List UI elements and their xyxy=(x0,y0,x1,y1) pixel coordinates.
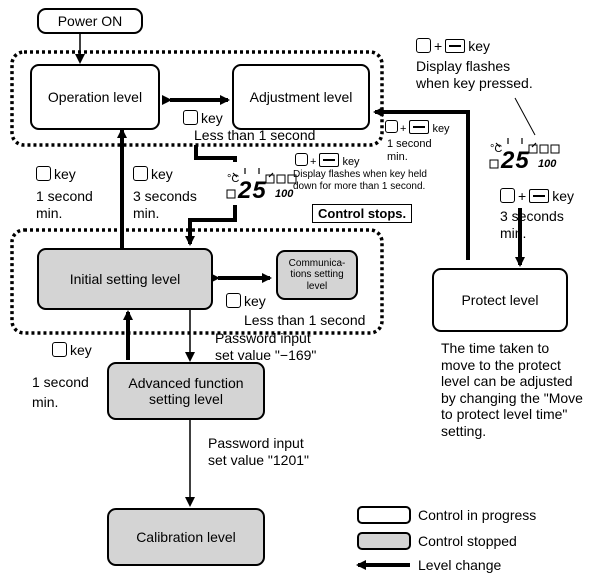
mode-key-icon xyxy=(529,189,550,203)
display-unit: °C xyxy=(227,173,240,185)
mode-key-icon xyxy=(445,39,466,53)
key-label-bottom-left: key xyxy=(52,342,92,359)
setting-group-outline xyxy=(10,228,384,335)
key-label-left-1: key xyxy=(36,166,76,183)
controller-display-right: °C 25 100 xyxy=(488,138,568,183)
legend-level-change-label: Level change xyxy=(418,557,502,573)
key-icon xyxy=(226,293,241,308)
display-frame-icon xyxy=(489,138,560,169)
legend-in-progress-label: Control in progress xyxy=(418,507,537,523)
display-value: 25 xyxy=(501,147,530,174)
operation-level-box: Operation level xyxy=(30,64,160,130)
display-value: 25 xyxy=(238,177,267,204)
protect-level-box: Protect level xyxy=(432,268,568,332)
advanced-function-setting-level-box: Advanced function setting level xyxy=(107,362,265,420)
display-sub-value: 100 xyxy=(538,158,557,170)
arrow-display-to-initial xyxy=(185,205,237,246)
controller-display-middle: °C 25 100 xyxy=(225,168,305,213)
password-1201-note: Password input set value "1201" xyxy=(208,435,310,468)
initial-setting-level-box: Initial setting level xyxy=(37,248,213,310)
arrow-operation-to-initial xyxy=(194,145,237,162)
legend-stopped-label: Control stopped xyxy=(418,533,517,549)
callout-line-top-right xyxy=(514,97,536,136)
less-than-1-second-top: Less than 1 second xyxy=(194,127,316,143)
one-second-min-bottom: 1 second min. xyxy=(32,374,89,411)
key-label-op-adj: key xyxy=(183,110,223,127)
key-label-right-mid: +key xyxy=(385,120,450,136)
power-on-box: Power ON xyxy=(37,8,143,34)
less-than-1-second-bottom: Less than 1 second xyxy=(244,312,366,328)
display-sub-value: 100 xyxy=(275,188,294,200)
key-icon xyxy=(52,342,67,357)
display-flashes-held-note: Display flashes when key held down for m… xyxy=(293,169,427,192)
password-169-note: Password input set value "−169" xyxy=(215,330,317,363)
display-flashes-pressed-note: Display flashes when key pressed. xyxy=(416,58,533,91)
key-icon xyxy=(500,188,515,203)
three-seconds-min-right: 3 seconds min. xyxy=(500,208,564,241)
key-icon xyxy=(416,38,431,53)
key-icon xyxy=(183,110,198,125)
legend-swatch-stopped xyxy=(357,532,411,550)
one-second-min-right: 1 second min. xyxy=(387,138,432,164)
adjustment-level-box: Adjustment level xyxy=(232,64,370,130)
communications-setting-level-box: Communica- tions setting level xyxy=(276,250,358,300)
display-frame-icon xyxy=(226,168,297,199)
key-label-right-low: +key xyxy=(500,188,574,205)
arrow-protect-to-operation xyxy=(373,107,470,260)
key-icon xyxy=(36,166,51,181)
display-unit: °C xyxy=(490,143,503,155)
protect-level-note: The time taken to move to the protect le… xyxy=(441,340,583,439)
key-label-mode-mid: +key xyxy=(295,153,360,169)
key-icon xyxy=(295,153,308,166)
mode-key-icon xyxy=(409,120,430,134)
key-icon xyxy=(133,166,148,181)
calibration-level-box: Calibration level xyxy=(107,508,265,566)
legend-swatch-in-progress xyxy=(357,506,411,524)
mode-key-icon xyxy=(319,153,340,167)
key-label-right-top: +key xyxy=(416,38,490,55)
key-label-left-2: key xyxy=(133,166,173,183)
one-second-min-left: 1 second min. xyxy=(36,188,93,221)
key-label-init-comm: key xyxy=(226,293,266,310)
key-icon xyxy=(385,120,398,133)
three-seconds-min-left: 3 seconds min. xyxy=(133,188,197,221)
control-stops-badge: Control stops. xyxy=(312,204,413,223)
